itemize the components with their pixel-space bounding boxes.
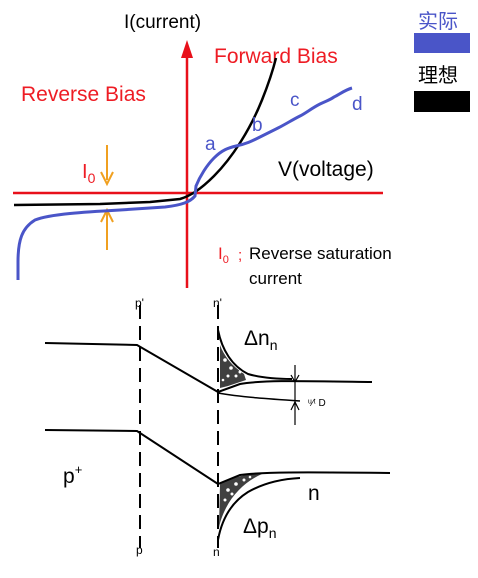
delta-marker-arrow-down bbox=[290, 374, 300, 384]
n-bottom-label: n bbox=[213, 545, 220, 559]
p-prime-label: p' bbox=[135, 296, 144, 310]
delta-marker-label: ᵘ⁄ᵗ D bbox=[308, 398, 326, 409]
point-d-label: d bbox=[352, 94, 363, 115]
actual-curve bbox=[16, 86, 353, 280]
legend-actual-label: 实际 bbox=[418, 10, 458, 33]
note-i0-label: I0 bbox=[218, 244, 229, 266]
point-b-label: b bbox=[252, 115, 263, 136]
band-diagram: p' n' p n Δnn ᵘ⁄ᵗ D Δpn bbox=[44, 296, 391, 559]
n-region-label: n bbox=[308, 482, 320, 505]
forward-bias-label: Forward Bias bbox=[214, 45, 338, 68]
note-line-1: Reverse saturation bbox=[249, 244, 392, 263]
delta-marker-arrow-up bbox=[290, 400, 300, 411]
note-separator: ; bbox=[238, 247, 242, 264]
p-plus-region-label: p+ bbox=[63, 462, 82, 488]
hole-cluster bbox=[219, 474, 262, 528]
valence-band-edge bbox=[44, 429, 391, 486]
iv-plot: I(current) V(voltage) Forward Bias Rever… bbox=[13, 12, 392, 288]
delta-p-label: Δpn bbox=[243, 515, 277, 541]
electron-dots bbox=[221, 358, 242, 382]
hole-dots bbox=[223, 475, 252, 502]
delta-p-profile bbox=[217, 477, 301, 541]
reverse-bias-label: Reverse Bias bbox=[21, 83, 146, 106]
delta-n-label: Δnn bbox=[244, 327, 278, 353]
electron-cluster bbox=[220, 345, 246, 388]
note-line-2: current bbox=[249, 269, 302, 288]
delta-n-profile bbox=[217, 329, 293, 380]
point-c-label: c bbox=[290, 90, 300, 111]
y-axis-arrowhead bbox=[181, 40, 193, 58]
conduction-band-edge bbox=[44, 342, 373, 394]
y-axis-label: I(current) bbox=[124, 12, 201, 33]
p-bottom-label: p bbox=[136, 543, 143, 557]
legend-ideal-label: 理想 bbox=[418, 64, 458, 87]
ideal-curve bbox=[13, 57, 278, 207]
legend-ideal-swatch bbox=[414, 91, 470, 112]
legend-actual-swatch bbox=[414, 33, 470, 53]
x-axis-label: V(voltage) bbox=[278, 158, 374, 181]
point-a-label: a bbox=[205, 134, 216, 155]
n-prime-label: n' bbox=[213, 296, 222, 310]
i0-arrow-down bbox=[100, 145, 114, 187]
i0-label: I0 bbox=[82, 161, 96, 186]
fermi-reference-line bbox=[217, 392, 301, 402]
legend: 实际 理想 bbox=[414, 10, 470, 112]
i0-arrow-up bbox=[100, 207, 114, 250]
